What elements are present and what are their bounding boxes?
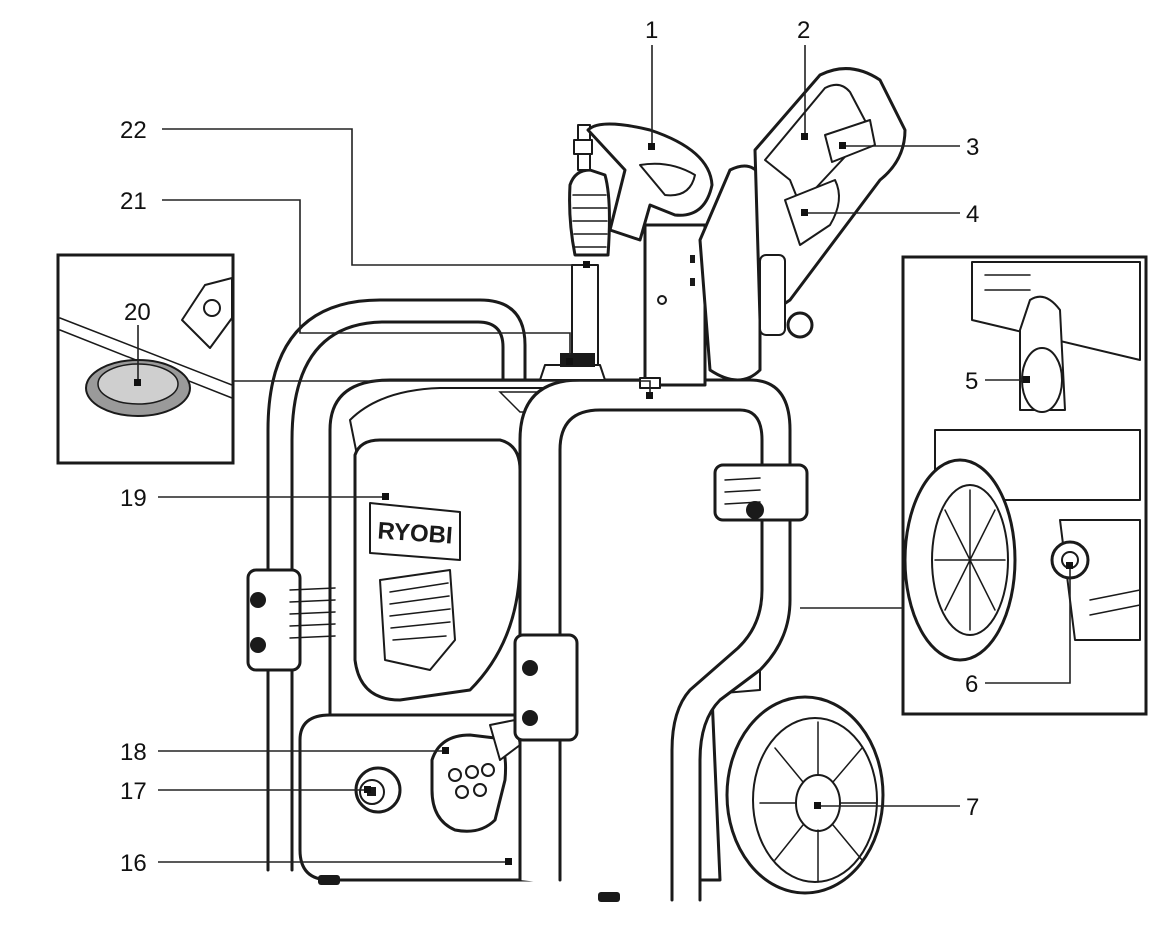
callout-2: 2 [797, 17, 810, 44]
callout-22: 22 [120, 117, 147, 144]
vent-grille [379, 569, 456, 671]
callout-1: 1 [645, 17, 658, 44]
callout-20: 20 [124, 299, 151, 326]
wheel [725, 695, 885, 895]
callout-7: 7 [966, 794, 979, 821]
callout-19: 19 [120, 485, 147, 512]
trigger-gun [586, 122, 714, 242]
callout-18: 18 [120, 739, 147, 766]
inset-left [56, 253, 235, 465]
leader-lines [134, 45, 1073, 865]
nozzle-selector [430, 719, 521, 833]
right-bracket [713, 463, 809, 522]
callout-5: 5 [965, 368, 978, 395]
inset-right [901, 255, 1148, 716]
callout-6: 6 [965, 671, 978, 698]
callout-3: 3 [966, 134, 979, 161]
left-bracket [246, 568, 336, 672]
telescoping-handle [698, 67, 907, 382]
callout-numbers: 1 2 3 4 5 6 7 16 17 18 19 20 21 22 [120, 17, 979, 877]
callout-21: 21 [120, 188, 147, 215]
center-bracket [513, 633, 579, 742]
pressure-washer: RYOBI [246, 67, 907, 902]
brand-logo: RYOBI [377, 517, 454, 549]
callout-4: 4 [966, 201, 979, 228]
wand [568, 124, 611, 366]
callout-17: 17 [120, 778, 147, 805]
callout-16: 16 [120, 850, 147, 877]
